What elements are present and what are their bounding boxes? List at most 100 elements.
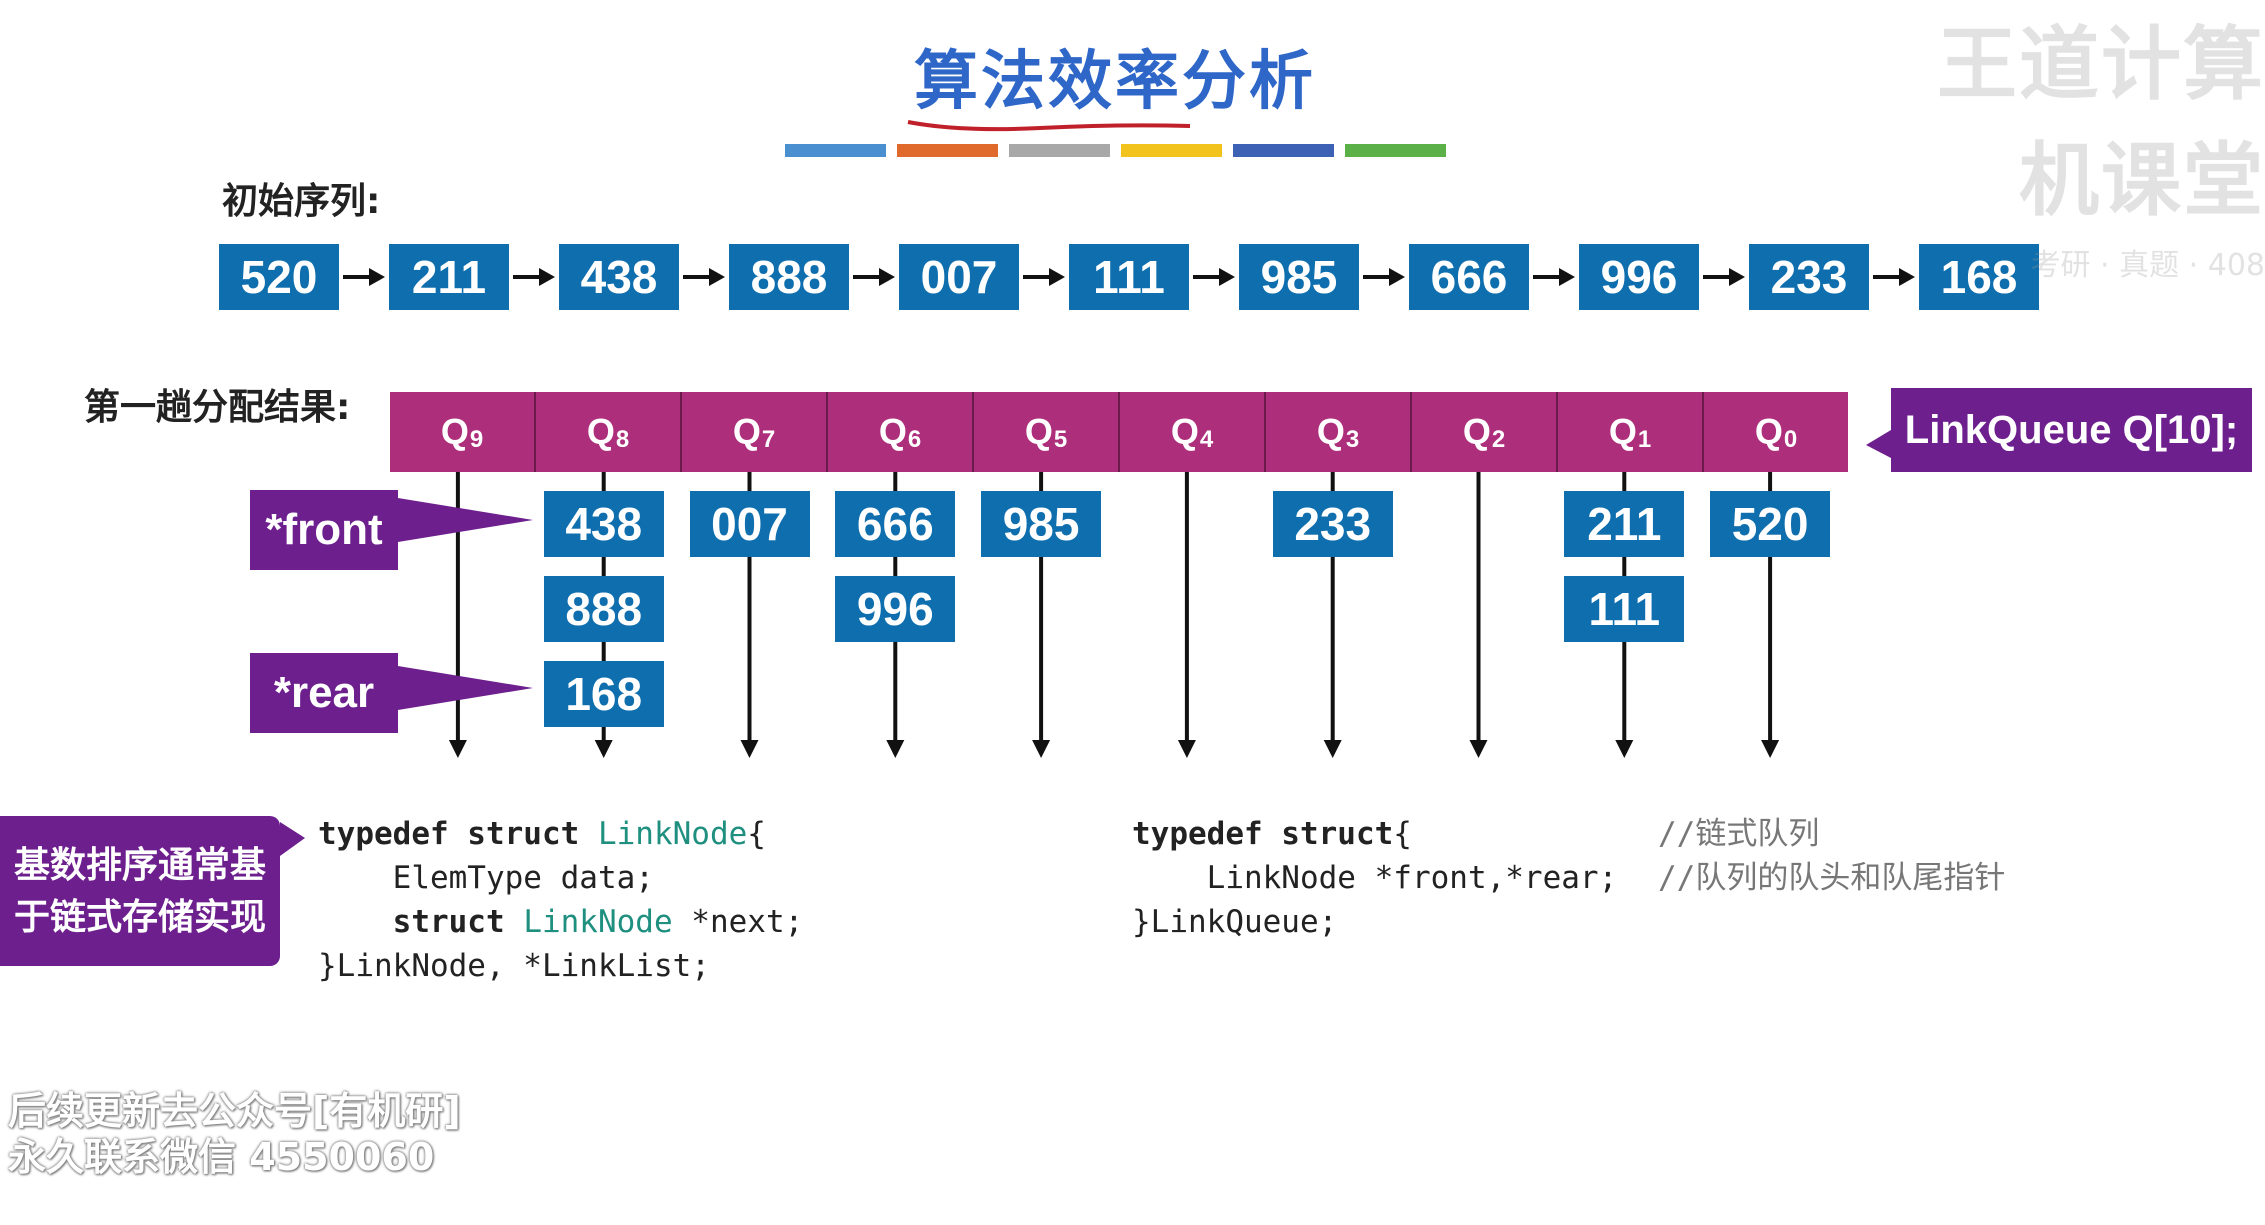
queue-item: 996 [835, 576, 956, 642]
linkqueue-callout-notch [1866, 430, 1891, 458]
queue-arrowhead [1615, 740, 1634, 758]
queue-arrowhead [1032, 740, 1051, 758]
front-pointer-tail [398, 498, 533, 542]
front-label: *front [265, 505, 383, 554]
queue-index: 9 [469, 426, 484, 453]
page-title: 算法效率分析 [914, 45, 1316, 119]
sequence-arrowhead [1559, 268, 1575, 286]
queue-index: 3 [1345, 426, 1360, 453]
sequence-item: 007 [899, 244, 1019, 310]
note-line-2: 于链式存储实现 [13, 896, 266, 937]
code-line: LinkNode *front,*rear; [1132, 860, 1618, 896]
queue-index: 7 [761, 426, 776, 453]
queue-arrowhead [1469, 740, 1488, 758]
sequence-arrowhead [1049, 268, 1065, 286]
queue-item: 985 [981, 491, 1102, 557]
queue-item: 168 [543, 661, 664, 727]
queue-item: 233 [1272, 491, 1393, 557]
sequence-arrowhead [1389, 268, 1405, 286]
queue-arrowhead [594, 740, 613, 758]
queue-name: Q [586, 411, 615, 452]
initial-sequence-label: 初始序列: [222, 181, 381, 222]
distribution-label: 第一趟分配结果: [84, 387, 351, 428]
color-strip [785, 144, 1446, 157]
sequence-item: 888 [729, 244, 849, 310]
linkqueue-callout: LinkQueue Q[10]; [1891, 388, 2252, 472]
code-comment-pointers: //队列的队头和队尾指针 [1658, 860, 2006, 896]
queue-name: Q [1316, 411, 1345, 452]
queue-item: 666 [835, 491, 956, 557]
queue-item: 007 [689, 491, 810, 557]
color-strip-segment [785, 144, 886, 157]
sequence-arrowhead [1729, 268, 1745, 286]
queue-index: 5 [1053, 426, 1068, 453]
sequence-arrowhead [1219, 268, 1235, 286]
queue-item: 888 [543, 576, 664, 642]
color-strip-segment [1233, 144, 1334, 157]
sequence-arrowhead [709, 268, 725, 286]
queue-arrowhead [740, 740, 759, 758]
radix-note-callout: 基数排序通常基 于链式存储实现 [0, 816, 280, 966]
code-line: }LinkNode, *LinkList; [318, 948, 710, 984]
queue-item: 111 [1564, 576, 1685, 642]
watermark-bottom-left: 后续更新去公众号[有机研] 永久联系微信 4550060 [8, 1089, 461, 1179]
sequence-item: 211 [389, 244, 509, 310]
queue-index: 2 [1491, 426, 1506, 453]
linkqueue-label: LinkQueue Q[10]; [1904, 407, 2239, 452]
queue-index: 0 [1783, 426, 1798, 453]
queue-arrowhead [1323, 740, 1342, 758]
front-pointer-tag: *front [250, 490, 398, 570]
code-line: }LinkQueue; [1132, 904, 1338, 940]
queue-arrowhead [886, 740, 905, 758]
sequence-arrowhead [879, 268, 895, 286]
sequence-item: 111 [1069, 244, 1189, 310]
code-line: struct LinkNode *next; [318, 904, 804, 940]
sequence-item: 168 [1919, 244, 2039, 310]
queue-name: Q [1608, 411, 1637, 452]
queue-name: Q [1754, 411, 1783, 452]
color-strip-segment [897, 144, 998, 157]
queue-arrowhead [1761, 740, 1780, 758]
queue-item: 520 [1710, 491, 1831, 557]
sequence-item: 520 [219, 244, 339, 310]
queue-name: Q [1462, 411, 1491, 452]
queue-name: Q [878, 411, 907, 452]
title-underline [907, 120, 1191, 132]
sequence-arrowhead [539, 268, 555, 286]
sequence-item: 996 [1579, 244, 1699, 310]
code-line: typedef struct LinkNode{ [318, 816, 766, 852]
queue-index: 8 [615, 426, 630, 453]
rear-pointer-tag: *rear [250, 653, 398, 733]
color-strip-segment [1345, 144, 1446, 157]
queue-arrowhead [448, 740, 467, 758]
code-line: ElemType data; [318, 860, 654, 896]
watermark-top-right: 王道计算机课堂 考研 · 真题 · 408 [1937, 18, 2265, 283]
queue-name: Q [1024, 411, 1053, 452]
queue-arrowhead [1177, 740, 1196, 758]
rear-label: *rear [273, 668, 375, 717]
code-linkqueue: typedef struct{ LinkNode *front,*rear; }L… [1132, 812, 1617, 944]
code-line: typedef struct{ [1132, 816, 1412, 852]
color-strip-segment [1121, 144, 1222, 157]
sequence-arrowhead [369, 268, 385, 286]
queue-name: Q [440, 411, 469, 452]
sequence-item: 985 [1239, 244, 1359, 310]
color-strip-segment [1009, 144, 1110, 157]
sequence-item: 233 [1749, 244, 1869, 310]
queue-index: 6 [907, 426, 922, 453]
queue-item: 438 [543, 491, 664, 557]
note-line-1: 基数排序通常基 [13, 844, 266, 885]
sequence-item: 438 [559, 244, 679, 310]
note-callout-notch [280, 822, 305, 856]
